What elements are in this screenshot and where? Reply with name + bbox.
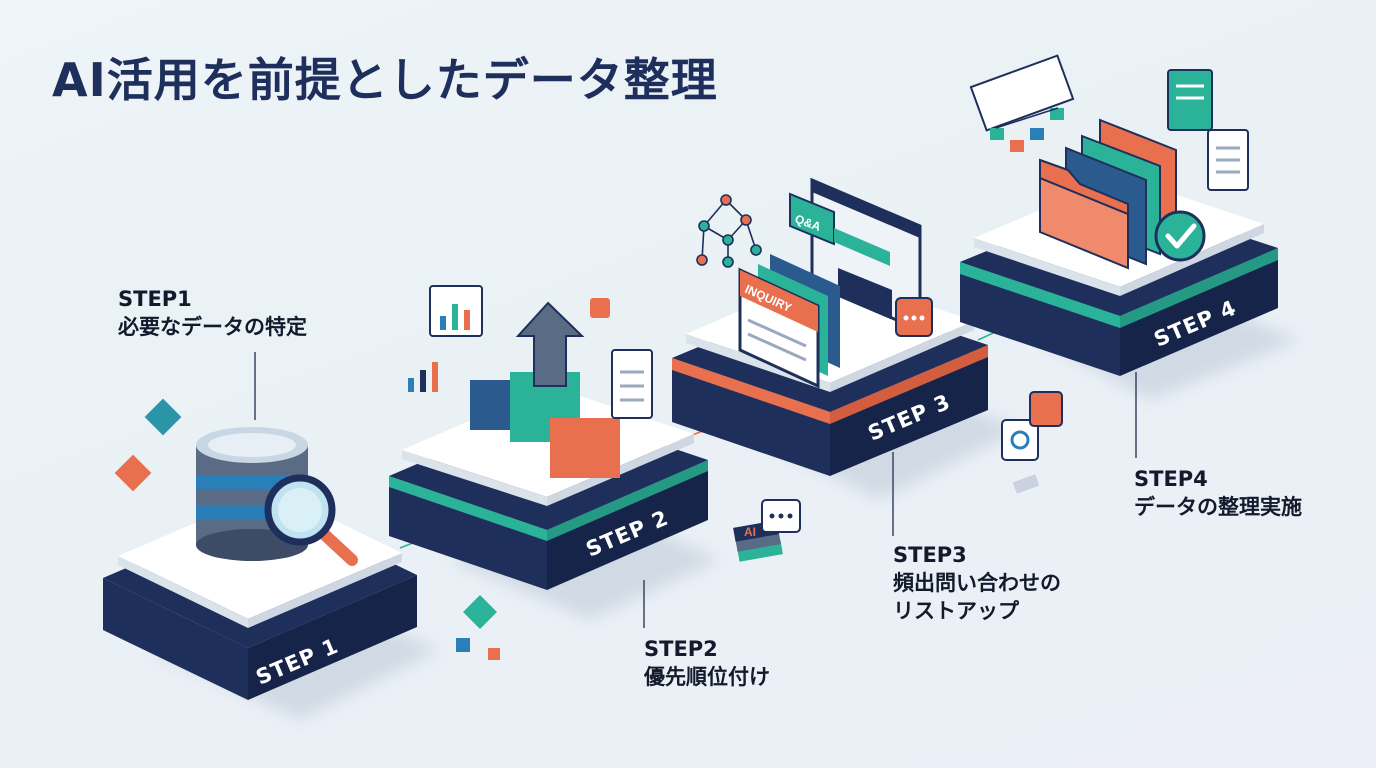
arrow-up-icon <box>515 301 585 387</box>
callout-step-1-number: STEP1 <box>118 287 192 311</box>
chat-bubble-icon-step-3 <box>895 297 933 337</box>
callout-step-2-number: STEP2 <box>644 637 718 661</box>
mini-chart-card <box>408 285 483 392</box>
ai-label: AI <box>744 525 756 539</box>
page-title: AI活用を前提としたデータ整理 <box>52 53 718 107</box>
callout-step-3-number: STEP3 <box>893 543 967 567</box>
magnifier-icon <box>264 474 358 566</box>
callout-step-3-text-line-1: 頻出問い合わせの <box>893 570 1061 595</box>
network-icon <box>696 194 762 268</box>
bar-chart-icon <box>470 372 620 478</box>
document-icon <box>590 298 653 419</box>
checkmark-icon <box>1154 210 1206 262</box>
platform-step-1: STEP 1 <box>103 490 417 700</box>
callout-step-4-text: データの整理実施 <box>1134 494 1302 519</box>
callout-step-1-text: 必要なデータの特定 <box>118 314 307 339</box>
decor-cubes-step-1 <box>114 398 500 660</box>
leader-lines <box>254 352 1137 628</box>
org-chart-icon <box>969 54 1075 152</box>
callout-step-3-text-line-2: リストアップ <box>893 598 1019 623</box>
callout-step-4: STEP4 データの整理実施 <box>1134 466 1302 522</box>
document-icon-step-4 <box>1167 69 1249 191</box>
inquiry-card-icon: INQUIRY <box>738 254 840 389</box>
callout-step-2: STEP2 優先順位付け <box>644 636 770 692</box>
callout-step-1: STEP1 必要なデータの特定 <box>118 286 307 342</box>
chat-bubble-icon <box>761 499 801 533</box>
ai-stack-icon: AI <box>733 520 783 562</box>
callout-step-2-text: 優先順位付け <box>644 664 770 689</box>
callout-step-3: STEP3 頻出問い合わせの リストアップ <box>893 542 1061 626</box>
decor-icons-step-3 <box>1001 391 1063 494</box>
folder-icon <box>1039 118 1177 270</box>
callout-step-4-number: STEP4 <box>1134 467 1208 491</box>
